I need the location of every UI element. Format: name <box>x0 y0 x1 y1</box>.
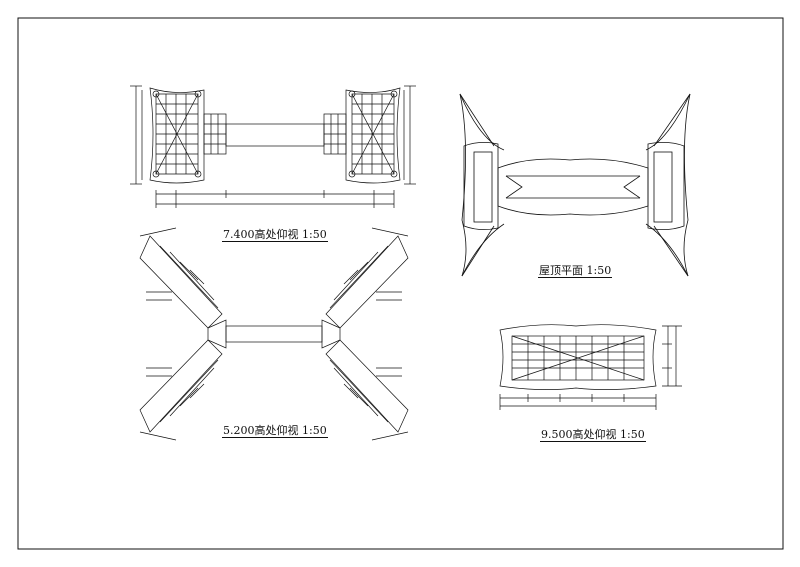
view-roof-plan <box>459 93 691 277</box>
caption-roof-plan: 屋顶平面 1:50 <box>538 264 613 278</box>
caption-plan-7400: 7.400高处仰视 1:50 <box>222 228 328 242</box>
view-plan-7400 <box>130 85 416 208</box>
caption-plan-9500: 9.500高处仰视 1:50 <box>540 428 646 442</box>
sheet-border <box>17 17 784 550</box>
caption-plan-5200: 5.200高处仰视 1:50 <box>222 424 328 438</box>
view-plan-9500 <box>499 324 682 410</box>
view-plan-5200 <box>139 227 409 441</box>
